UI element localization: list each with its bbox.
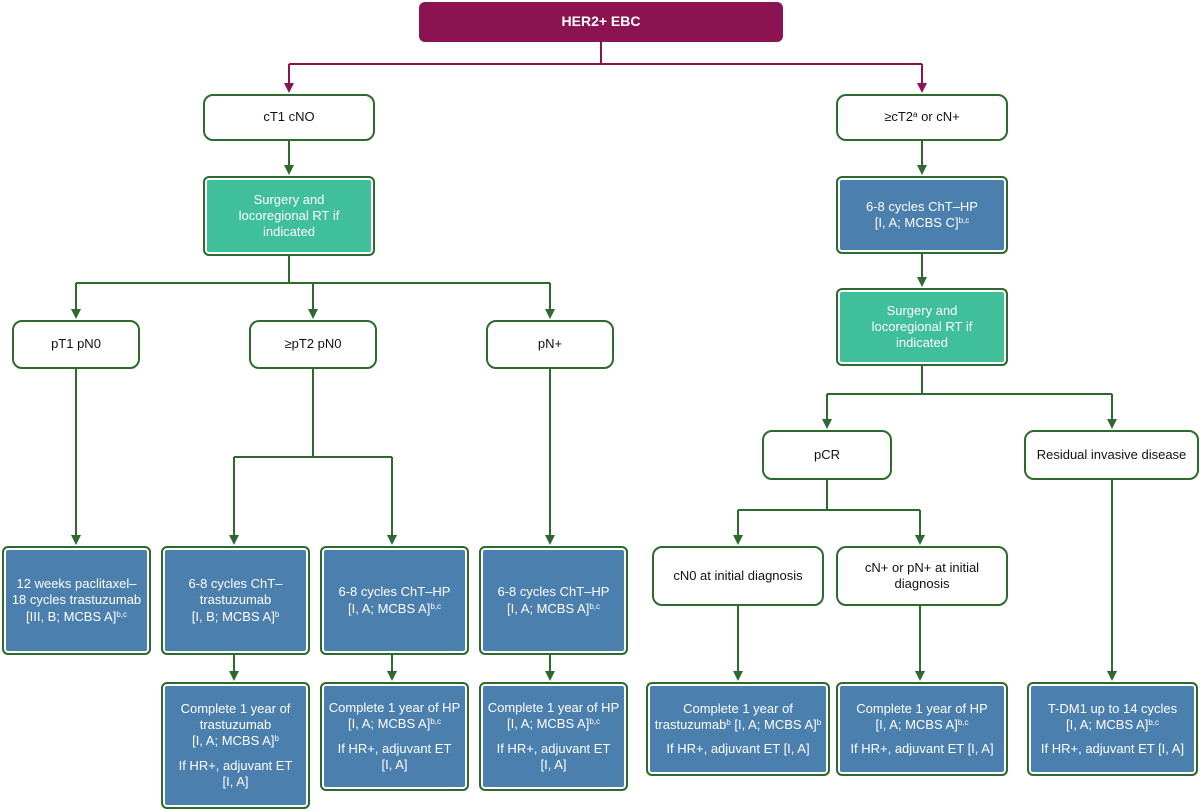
pn-hp-evidence: [I, A; MCBS A]	[506, 600, 590, 616]
pt2-trastuzumab-evidence: [I, B; MCBS A]	[191, 608, 275, 624]
pt2-hp-evidence: [I, A; MCBS A]	[347, 600, 431, 616]
adj-cn0-et: If HR+, adjuvant ET [I, A]	[666, 741, 810, 757]
neoadjuvant-line1: 6-8 cycles ChT–HP	[866, 198, 978, 214]
pt2-pn0-label: ≥pT2 pN0	[284, 336, 342, 352]
adj-residual-node: T-DM1 up to 14 cycles [I, A; MCBS A]b,c …	[1027, 682, 1198, 776]
pcr-label: pCR	[813, 446, 840, 462]
adj-hp-2-line2: [I, A; MCBS A]b,c	[507, 716, 600, 732]
pt1-treatment-line3: [III, B; MCBS A]b,c	[26, 609, 127, 625]
surgery-right-label: Surgery and locoregional RT if indicated	[871, 302, 973, 351]
adj-residual-line1: T-DM1 up to 14 cycles	[1047, 700, 1178, 716]
adj-hp-2-evidence: [I, A; MCBS A]	[506, 716, 590, 732]
adj-trastuzumab-line2: trastuzumab	[199, 717, 272, 733]
stage-ct2-footnote: a	[913, 110, 918, 120]
stage-ct2-node: ≥cT2a or cN+	[836, 94, 1008, 141]
adj-cn0-drug: trastuzumab	[654, 716, 727, 732]
pn-hp-footnote: b,c	[589, 601, 601, 611]
pt1-pn0-node: pT1 pN0	[12, 320, 140, 369]
adj-cn0-line2: trastuzumabb [I, A; MCBS A]b	[655, 717, 821, 733]
adj-trastuzumab-et: If HR+, adjuvant ET	[178, 757, 293, 773]
adj-cn0-footnote2: b	[816, 717, 822, 727]
pt2-pn0-node: ≥pT2 pN0	[249, 320, 377, 369]
adj-residual-footnote: b,c	[1148, 717, 1160, 727]
adj-cnplus-node: Complete 1 year of HP [I, A; MCBS A]b,c …	[836, 682, 1008, 776]
adj-cnplus-line1: Complete 1 year of HP	[856, 700, 988, 716]
pn-hp-node: 6-8 cycles ChT–HP [I, A; MCBS A]b,c	[479, 546, 628, 655]
pt2-trastuzumab-node: 6-8 cycles ChT– trastuzumab [I, B; MCBS …	[161, 546, 310, 655]
adj-hp-1-node: Complete 1 year of HP [I, A; MCBS A]b,c …	[320, 682, 469, 791]
adj-cnplus-et: If HR+, adjuvant ET [I, A]	[850, 741, 994, 757]
adj-trastuzumab-line1: Complete 1 year of	[180, 700, 291, 716]
pt1-treatment-line2: 18 cycles trastuzumab	[11, 592, 142, 608]
adj-residual-line2: [I, A; MCBS A]b,c	[1066, 717, 1159, 733]
pt1-evidence: [III, B; MCBS A]	[26, 608, 117, 624]
stage-ct1-label: cT1 cNO	[263, 109, 315, 125]
adj-hp-1-et-evidence: [I, A]	[381, 756, 408, 772]
neoadjuvant-evidence: [I, A; MCBS C]	[874, 215, 959, 230]
adj-cn0-node: Complete 1 year of trastuzumabb [I, A; M…	[646, 682, 830, 776]
surgery-left-label: Surgery and locoregional RT if indicated	[238, 191, 340, 240]
pt2-trastuzumab-line1: 6-8 cycles ChT–	[188, 576, 283, 592]
adj-cnplus-line2: [I, A; MCBS A]b,c	[875, 717, 968, 733]
adj-hp-1-et: If HR+, adjuvant ET	[337, 740, 452, 756]
adj-hp-2-line1: Complete 1 year of HP	[487, 700, 620, 715]
neoadjuvant-footnote: b,c	[958, 216, 970, 225]
adj-trastuzumab-footnote: b	[274, 734, 279, 744]
cn0-label: cN0 at initial diagnosis	[673, 567, 803, 583]
stage-ct1-node: cT1 cNO	[203, 94, 375, 141]
adj-trastuzumab-et-evidence: [I, A]	[222, 773, 249, 789]
root-node: HER2+ EBC	[419, 2, 783, 42]
adj-residual-et: If HR+, adjuvant ET [I, A]	[1040, 741, 1185, 757]
pt2-trastuzumab-line2: trastuzumab	[199, 592, 272, 608]
surgery-right-node: Surgery and locoregional RT if indicated	[836, 288, 1008, 366]
adj-hp-2-et-evidence: [I, A]	[540, 756, 567, 772]
adj-hp-1-line2: [I, A; MCBS A]b,c	[348, 716, 441, 732]
pt1-treatment-node: 12 weeks paclitaxel– 18 cycles trastuzum…	[2, 546, 151, 655]
neoadjuvant-line2: [I, A; MCBS C]b,c	[875, 215, 969, 231]
adj-hp-2-et: If HR+, adjuvant ET	[496, 740, 611, 756]
surgery-left-node: Surgery and locoregional RT if indicated	[203, 176, 375, 256]
pt1-pn0-label: pT1 pN0	[51, 336, 101, 352]
pt2-hp-footnote: b,c	[430, 601, 442, 611]
stage-ct2-pre: ≥cT2	[884, 109, 914, 125]
neoadjuvant-node: 6-8 cycles ChT–HP [I, A; MCBS C]b,c	[836, 176, 1008, 254]
residual-node: Residual invasive disease	[1024, 430, 1199, 480]
pt2-hp-line1: 6-8 cycles ChT–HP	[338, 584, 451, 600]
adj-cn0-evidence: [I, A; MCBS A]	[730, 716, 817, 732]
adj-hp-1-evidence: [I, A; MCBS A]	[347, 716, 431, 732]
adj-hp-2-node: Complete 1 year of HP [I, A; MCBS A]b,c …	[479, 682, 628, 791]
cnplus-label: cN+ or pN+ at initial diagnosis	[864, 559, 980, 591]
adj-cn0-footnote1: b	[726, 717, 731, 727]
pt2-trastuzumab-footnote: b	[274, 609, 280, 619]
pt1-footnote: b,c	[116, 609, 127, 619]
adj-hp-1-line1: Complete 1 year of HP	[328, 700, 461, 715]
adj-cn0-line1: Complete 1 year of	[683, 700, 793, 716]
adj-residual-evidence: [I, A; MCBS A]	[1065, 716, 1149, 732]
pn-hp-line2: [I, A; MCBS A]b,c	[507, 601, 600, 617]
adj-cnplus-evidence: [I, A; MCBS A]	[875, 716, 958, 732]
pn-hp-line1: 6-8 cycles ChT–HP	[497, 584, 610, 600]
adj-hp-2-footnote: b,c	[589, 717, 601, 727]
pt2-trastuzumab-line3: [I, B; MCBS A]b	[192, 609, 280, 625]
stage-ct2-post: or cN+	[917, 109, 960, 125]
pn-plus-node: pN+	[486, 320, 614, 369]
adj-trastuzumab-node: Complete 1 year of trastuzumab [I, A; MC…	[161, 682, 310, 809]
pcr-node: pCR	[762, 430, 892, 480]
adj-trastuzumab-line3: [I, A; MCBS A]b	[192, 733, 279, 749]
adj-hp-1-footnote: b,c	[430, 717, 442, 727]
cnplus-node: cN+ or pN+ at initial diagnosis	[836, 546, 1008, 606]
pn-plus-label: pN+	[537, 336, 563, 352]
stage-ct2-label: ≥cT2a or cN+	[884, 109, 960, 125]
pt1-treatment-line1: 12 weeks paclitaxel–	[16, 576, 137, 592]
pt2-hp-line2: [I, A; MCBS A]b,c	[348, 601, 441, 617]
residual-label: Residual invasive disease	[1036, 446, 1187, 462]
cn0-node: cN0 at initial diagnosis	[652, 546, 824, 606]
adj-trastuzumab-evidence: [I, A; MCBS A]	[192, 733, 275, 749]
root-label: HER2+ EBC	[561, 13, 641, 30]
adj-cnplus-footnote: b,c	[957, 717, 969, 727]
pt2-hp-node: 6-8 cycles ChT–HP [I, A; MCBS A]b,c	[320, 546, 469, 655]
